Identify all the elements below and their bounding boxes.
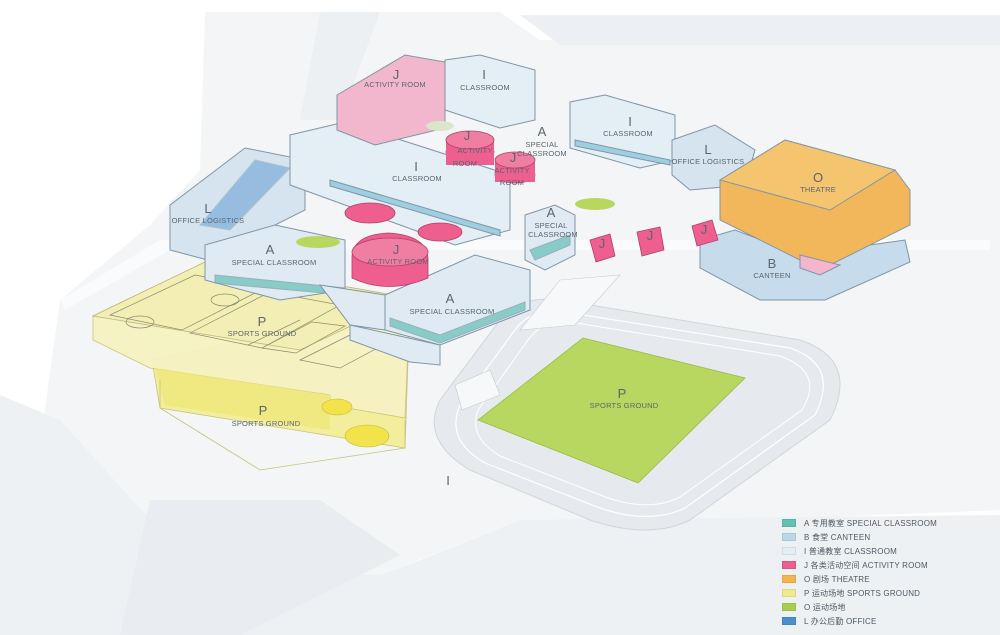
label-j4-letter: J — [393, 242, 400, 257]
legend-swatch — [782, 589, 796, 597]
label-l1-letter: L — [204, 201, 211, 216]
label-i4: I — [446, 473, 450, 488]
label-o-name: THEATRE — [800, 185, 836, 194]
legend-item: O 剧场 THEATRE — [782, 572, 992, 586]
label-j3-name: ACTIVITY — [494, 166, 529, 175]
courtyard-lawns — [296, 121, 615, 248]
sports-ground-courts — [91, 261, 412, 471]
label-p1-name: SPORTS GROUND — [228, 329, 297, 338]
activity-rooms — [344, 130, 719, 287]
label-j3-letter: J — [510, 150, 517, 165]
label-a4-letter: A — [446, 291, 455, 306]
label-a3-letter: A — [266, 242, 275, 257]
label-l2-name: OFFICE LOGISTICS — [672, 157, 745, 166]
legend-swatch — [782, 533, 796, 541]
legend-label: A 专用教室 SPECIAL CLASSROOM — [804, 518, 937, 528]
legend-label: L 办公后勤 OFFICE — [804, 616, 877, 626]
legend-item: B 食堂 CANTEEN — [782, 530, 992, 544]
legend-label: B 食堂 CANTEEN — [804, 532, 871, 542]
bleachers — [454, 274, 621, 411]
legend-swatch — [782, 547, 796, 555]
legend-swatch — [782, 561, 796, 569]
legend-item: L 办公后勤 OFFICE — [782, 614, 992, 628]
label-p2-name: SPORTS GROUND — [590, 401, 659, 410]
label-i2-letter: I — [628, 114, 632, 129]
building-labels: J ACTIVITY ROOM I CLASSROOM I CLASSROOM … — [172, 67, 836, 488]
label-j2-name2: ROOM — [453, 159, 477, 168]
legend-item: I 普通教室 CLASSROOM — [782, 544, 992, 558]
label-j7: J — [701, 222, 708, 237]
label-p1-letter: P — [258, 314, 267, 329]
label-j3-name2: ROOM — [500, 178, 524, 187]
legend-item: A 专用教室 SPECIAL CLASSROOM — [782, 516, 992, 530]
legend-swatch — [782, 519, 796, 527]
football-field — [477, 337, 746, 484]
label-a1-letter: A — [538, 124, 547, 139]
buildings — [169, 54, 911, 366]
label-j2-letter: J — [464, 128, 471, 143]
label-j1-name: ACTIVITY ROOM — [364, 80, 426, 89]
label-a2-letter: A — [547, 205, 556, 220]
legend-item: O 运动场地 — [782, 600, 992, 614]
label-a2-name2: CLASSROOM — [528, 230, 578, 239]
legend-label: O 剧场 THEATRE — [804, 574, 870, 584]
legend-item: P 运动场地 SPORTS GROUND — [782, 586, 992, 600]
label-j1-letter: J — [393, 67, 400, 82]
legend-label: J 各类活动空间 ACTIVITY ROOM — [804, 560, 928, 570]
label-i1-name: CLASSROOM — [460, 83, 510, 92]
label-i1-letter: I — [482, 67, 486, 82]
legend-item: J 各类活动空间 ACTIVITY ROOM — [782, 558, 992, 572]
label-b-name: CANTEEN — [753, 271, 790, 280]
label-a2-name1: SPECIAL — [534, 221, 567, 230]
label-a4-name: SPECIAL CLASSROOM — [410, 307, 495, 316]
label-a1-name2: CLASSROOM — [517, 149, 567, 158]
label-i3-letter: I — [414, 159, 418, 174]
label-a3-name: SPECIAL CLASSROOM — [232, 258, 317, 267]
label-a1-name1: SPECIAL — [525, 140, 558, 149]
label-i3-name: CLASSROOM — [392, 174, 442, 183]
legend-swatch — [782, 617, 796, 625]
legend: A 专用教室 SPECIAL CLASSROOM B 食堂 CANTEEN I 普通… — [782, 516, 992, 628]
label-b-letter: B — [768, 256, 777, 271]
legend-label: O 运动场地 — [804, 602, 846, 612]
legend-label: P 运动场地 SPORTS GROUND — [804, 588, 921, 598]
label-p3-name: SPORTS GROUND — [232, 419, 301, 428]
label-p3-letter: P — [259, 403, 268, 418]
legend-swatch — [782, 603, 796, 611]
label-j6: J — [647, 228, 654, 243]
legend-label: I 普通教室 CLASSROOM — [804, 546, 897, 556]
label-j5: J — [599, 236, 606, 251]
label-l1-name: OFFICE LOGISTICS — [172, 216, 245, 225]
label-l2-letter: L — [704, 142, 711, 157]
label-p2-letter: P — [618, 386, 627, 401]
label-j4-name: ACTIVITY ROOM — [367, 257, 429, 266]
label-o-letter: O — [813, 170, 823, 185]
label-i2-name: CLASSROOM — [603, 129, 653, 138]
label-j2-name: ACTIVITY — [457, 146, 492, 155]
legend-swatch — [782, 575, 796, 583]
